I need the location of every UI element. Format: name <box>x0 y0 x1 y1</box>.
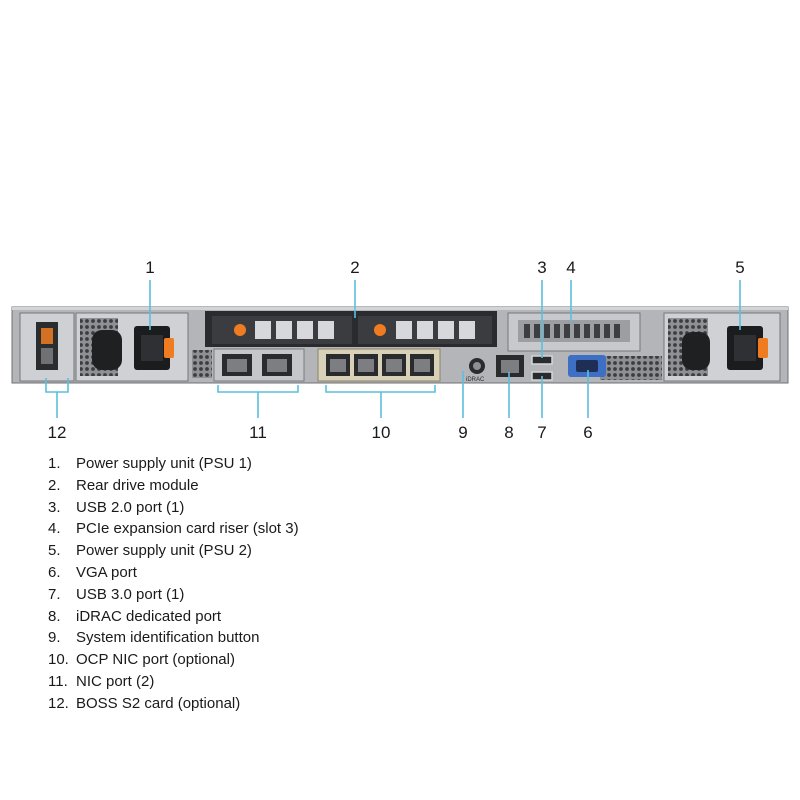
legend-item: 7. USB 3.0 port (1) <box>48 584 299 606</box>
legend-text: Rear drive module <box>76 476 199 494</box>
legend-text: iDRAC dedicated port <box>76 607 222 625</box>
legend-item: 11. NIC port (2) <box>48 671 299 693</box>
idrac-port-label: iDRAC <box>466 377 485 383</box>
legend-number: 3. <box>48 498 61 516</box>
legend-number: 1. <box>48 455 61 472</box>
legend-text: USB 3.0 port (1) <box>76 585 185 603</box>
drive-2-release-button <box>374 324 386 336</box>
callout-4: 4 <box>566 258 575 277</box>
psu-1-cable-strap <box>92 330 122 370</box>
legend-item: 9. System identification button <box>48 627 299 649</box>
callout-lines <box>45 280 741 418</box>
vent <box>600 356 662 380</box>
callout-2: 2 <box>350 258 359 277</box>
legend-number: 7. <box>48 585 61 603</box>
callout-9: 9 <box>458 423 467 442</box>
legend-text: USB 2.0 port (1) <box>76 498 185 516</box>
psu-2-cable-strap <box>682 332 710 370</box>
system-identification-button[interactable] <box>469 358 485 374</box>
callout-5: 5 <box>735 258 744 277</box>
legend-text: BOSS S2 card (optional) <box>76 694 241 712</box>
callout-3: 3 <box>537 258 546 277</box>
callout-8: 8 <box>504 423 513 442</box>
legend-item: 8. iDRAC dedicated port <box>48 606 299 628</box>
callout-10: 10 <box>372 423 391 442</box>
legend-item: 5. Power supply unit (PSU 2) <box>48 540 299 562</box>
idrac-dedicated-port[interactable] <box>496 355 524 377</box>
legend-number: 6. <box>48 563 61 581</box>
vent <box>192 350 212 378</box>
psu-1-release-tab <box>164 338 174 358</box>
rear-drive-module[interactable] <box>205 311 497 347</box>
psu-2[interactable] <box>663 312 781 382</box>
legend-item: 12. BOSS S2 card (optional) <box>48 693 299 715</box>
drive-1-release-button <box>234 324 246 336</box>
legend-item: 6. VGA port <box>48 562 299 584</box>
legend-number: 8. <box>48 607 61 625</box>
legend-item: 2. Rear drive module <box>48 475 299 497</box>
legend-text: PCIe expansion card riser (slot 3) <box>76 520 299 538</box>
legend-item: 4. PCIe expansion card riser (slot 3) <box>48 518 299 540</box>
boss-s2-card[interactable] <box>19 312 75 382</box>
nic-ports[interactable] <box>213 348 305 382</box>
psu-2-release-tab <box>758 338 768 358</box>
legend-number: 11. <box>48 672 68 690</box>
ocp-nic-ports[interactable] <box>317 348 441 382</box>
legend-item: 3. USB 2.0 port (1) <box>48 497 299 519</box>
callout-1: 1 <box>145 258 154 277</box>
legend-text: NIC port (2) <box>76 672 155 690</box>
legend-number: 12. <box>48 694 69 712</box>
callout-6: 6 <box>583 423 592 442</box>
legend-item: 10. OCP NIC port (optional) <box>48 649 299 671</box>
vga-port[interactable] <box>568 355 606 377</box>
legend-number: 5. <box>48 542 61 560</box>
callout-numbers: 1 2 3 4 5 6 7 8 9 10 11 12 <box>48 258 745 442</box>
legend-number: 9. <box>48 629 61 647</box>
legend-text: System identification button <box>76 629 260 647</box>
psu-1[interactable] <box>75 312 189 382</box>
legend-text: Power supply unit (PSU 1) <box>76 455 252 472</box>
legend-number: 10. <box>48 651 69 669</box>
legend-text: OCP NIC port (optional) <box>76 651 235 669</box>
legend-text: Power supply unit (PSU 2) <box>76 542 252 560</box>
callout-11: 11 <box>249 423 267 442</box>
pcie-expansion-card-riser[interactable] <box>507 312 641 352</box>
legend-number: 2. <box>48 476 61 494</box>
callout-7: 7 <box>537 423 546 442</box>
legend-text: VGA port <box>76 563 137 581</box>
legend-number: 4. <box>48 520 61 538</box>
callout-12: 12 <box>48 423 67 442</box>
component-legend: 1. Power supply unit (PSU 1) 2. Rear drive… <box>48 453 299 715</box>
legend-item: 1. Power supply unit (PSU 1) <box>48 453 299 475</box>
